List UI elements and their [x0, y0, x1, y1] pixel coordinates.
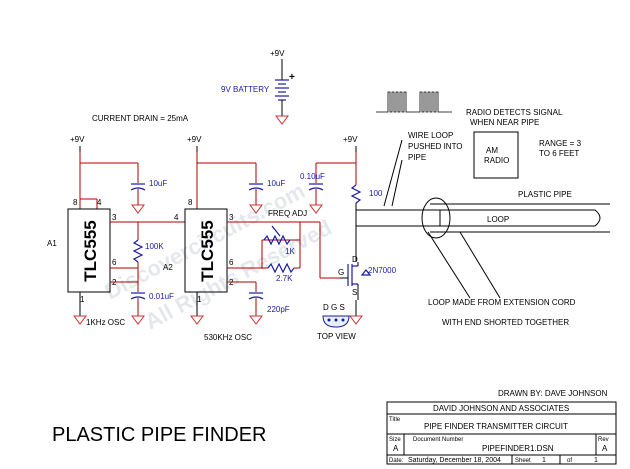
current-drain-label: CURRENT DRAIN = 25mA [92, 114, 189, 123]
chip-a1-pin-6: 6 [112, 258, 117, 267]
range-line-2: TO 6 FEET [539, 149, 579, 158]
ground-icon [309, 204, 323, 214]
transistor-pin-d: D [352, 255, 358, 264]
chip-a2: TLC555 A2 8 4 3 6 2 1 530KHz OSC [163, 198, 252, 342]
ground-icon [249, 315, 263, 325]
transistor-pin-s: S [352, 288, 357, 297]
ground-icon [275, 115, 289, 125]
chip-a1: TLC555 A1 8 4 3 6 2 1 1KHz OSC [47, 198, 125, 327]
size-field-value: A [393, 444, 399, 453]
ground-icon [73, 315, 87, 325]
battery-supply-label: +9V [270, 49, 285, 58]
ground-icon [131, 204, 145, 214]
loop-made-label: LOOP MADE FROM EXTENSION CORD [428, 298, 576, 307]
resistor-27k [267, 262, 295, 274]
of-field-label: of [567, 458, 572, 464]
top-view-label: TOP VIEW [317, 332, 356, 341]
plastic-pipe-label: PLASTIC PIPE [518, 190, 572, 199]
chip-a2-pin-6: 6 [229, 258, 234, 267]
radio-detects-line-2: WHEN NEAR PIPE [470, 118, 539, 127]
title-block: DRAWN BY: DAVE JOHNSON DAVID JOHNSON AND… [386, 389, 617, 465]
capacitor-10uf-a1-label: 10uF [149, 179, 167, 188]
mosfet-2n7000 [340, 262, 372, 300]
chip-a2-pin-1: 1 [197, 295, 202, 304]
capacitor-001uf-label: 0.01uF [149, 292, 174, 301]
capacitor-010uf: 0.10uF [300, 172, 325, 214]
loop-label: LOOP [487, 215, 509, 224]
date-field-label: Date: [389, 458, 404, 464]
potentiometer-1k-label: 1K [285, 247, 295, 256]
am-radio-box [473, 131, 519, 179]
end-shorted-label: WITH END SHORTED TOGETHER [442, 318, 569, 327]
chip-a2-ref: A2 [163, 263, 173, 272]
chip-a2-name: TLC555 [198, 220, 217, 281]
capacitor-010uf-label: 0.10uF [300, 172, 325, 181]
transistor-pin-g: G [338, 268, 344, 277]
battery-section: +9V + 9V BATTERY [221, 49, 295, 125]
wire-loop-line-1: WIRE LOOP [408, 131, 453, 140]
company-name: DAVID JOHNSON AND ASSOCIATES [433, 404, 569, 413]
capacitor-10uf-a2-label: 10uF [267, 179, 285, 188]
chip-a1-pin-8: 8 [73, 198, 78, 207]
resistor-100 [350, 184, 362, 204]
supply-label-a1: +9V [70, 135, 85, 144]
am-radio-line-1: AM [486, 146, 498, 155]
capacitor-220pf-label: 220pF [267, 305, 290, 314]
chip-a2-pin-8: 8 [188, 198, 193, 207]
am-radio-line-2: RADIO [484, 156, 509, 165]
chip-a1-pin-3: 3 [112, 213, 117, 222]
transistor-label: 2N7000 [368, 266, 397, 275]
battery-plus-sign: + [289, 72, 295, 83]
resistor-27k-label: 2.7K [276, 274, 293, 283]
wire-loop-line-2: PUSHED INTO [408, 142, 463, 151]
resistor-100-label: 100 [369, 189, 383, 198]
page-title: PLASTIC PIPE FINDER [52, 424, 267, 446]
sheet-field-label: Sheet [515, 458, 531, 464]
resistor-100k [132, 239, 144, 263]
rev-field-label: Rev [598, 437, 609, 443]
chip-a1-osc-label: 1KHz OSC [86, 318, 125, 327]
of-field-value: 1 [594, 457, 598, 464]
range-line-1: RANGE = 3 [539, 139, 582, 148]
radio-detects-line-1: RADIO DETECTS SIGNAL [466, 108, 563, 117]
ground-icon [190, 315, 204, 325]
resistor-100k-label: 100K [145, 242, 164, 251]
supply-label-output: +9V [343, 135, 358, 144]
date-field-value: Saturday, December 18, 2004 [408, 457, 501, 464]
freq-adj-label: FREQ ADJ [268, 209, 307, 218]
battery-label: 9V BATTERY [221, 85, 270, 94]
watermark: Discovercircuits.com All Rights Reserved [101, 178, 336, 335]
ground-icon [131, 315, 145, 325]
chip-a1-ref: A1 [47, 239, 57, 248]
capacitor-10uf-a2: 10uF [248, 179, 285, 214]
drawn-by-label: DRAWN BY: DAVE JOHNSON [498, 389, 608, 398]
chip-a1-pin-4: 4 [97, 198, 102, 207]
doc-number-value: PIPEFINDER1.DSN [482, 444, 554, 453]
chip-a2-pin-3: 3 [229, 213, 234, 222]
wire-loop-line-3: PIPE [408, 153, 426, 162]
supply-label-a2: +9V [187, 135, 202, 144]
dgs-label: D G S [323, 303, 345, 312]
chip-a1-name: TLC555 [81, 220, 100, 281]
sheet-field-value: 1 [542, 457, 546, 464]
signal-waveform [376, 91, 452, 113]
capacitor-10uf-a1: 10uF [130, 179, 167, 214]
doc-number-label: Document Number [413, 437, 463, 443]
potentiometer-1k [263, 234, 291, 246]
chip-a2-osc-label: 530KHz OSC [204, 333, 252, 342]
ground-icon [349, 315, 363, 325]
size-field-label: Size [389, 437, 401, 443]
title-field-label: Title [389, 417, 401, 423]
ground-icon [249, 204, 263, 214]
chip-a1-pin-1: 1 [80, 295, 85, 304]
rev-field-value: A [602, 444, 608, 453]
chip-a2-pin-4: 4 [174, 213, 179, 222]
title-field-value: PIPE FINDER TRANSMITTER CIRCUIT [424, 422, 568, 431]
